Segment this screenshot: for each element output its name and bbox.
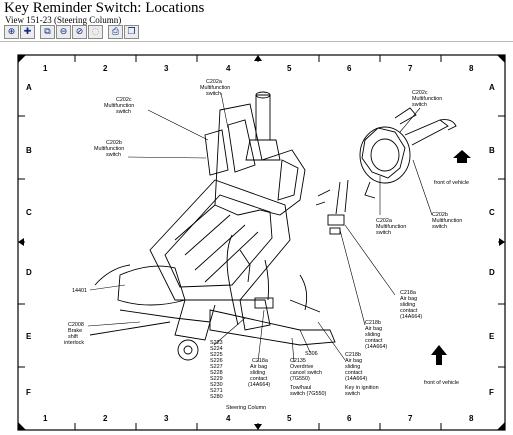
- print-button[interactable]: ⎙: [108, 25, 123, 39]
- grid-col-8-bottom: 8: [469, 414, 474, 423]
- callout-c218a-bottom: C218a Air bag sliding contact (14A664): [248, 358, 270, 388]
- grid-col-7: 7: [408, 64, 413, 73]
- grid-row-a: A: [26, 83, 32, 92]
- zoom-fit-button[interactable]: ⊘: [72, 25, 87, 39]
- grid-row-e-right: E: [489, 332, 495, 341]
- grid-row-f: F: [26, 388, 31, 397]
- callout-towhaul: Tow/haul switch (7G550): [290, 385, 326, 397]
- callout-steering-column: Steering Column: [226, 405, 266, 411]
- grid-col-3: 3: [164, 64, 169, 73]
- callout-c202c-left: C202c Multifunction switch: [104, 97, 136, 115]
- grid-col-1-bottom: 1: [43, 414, 48, 423]
- pan-button[interactable]: ✚: [20, 25, 35, 39]
- grid-row-a-right: A: [489, 83, 495, 92]
- grid-row-e: E: [26, 332, 32, 341]
- frame-arrows: [18, 55, 505, 430]
- grid-col-4: 4: [226, 64, 231, 73]
- grid-col-6: 6: [347, 64, 352, 73]
- zoom-out-button[interactable]: ⊖: [56, 25, 71, 39]
- grid-col-8: 8: [469, 64, 474, 73]
- grid-col-5: 5: [287, 64, 292, 73]
- callout-14401: 14401: [72, 288, 87, 294]
- copy-button[interactable]: ❐: [124, 25, 139, 39]
- front-arrow-bottom: [431, 345, 447, 365]
- steering-column-illustration: [89, 91, 457, 361]
- callout-s306: S306: [305, 351, 318, 357]
- callout-c2135: C2135 Overdrive cancel switch (7G550): [290, 358, 324, 382]
- grid-col-4-bottom: 4: [226, 414, 231, 423]
- zoom-in-button[interactable]: ⊕: [4, 25, 19, 39]
- grid-col-6-bottom: 6: [347, 414, 352, 423]
- grid-row-c-right: C: [489, 208, 495, 217]
- grid-col-1: 1: [43, 64, 48, 73]
- grid-row-d: D: [26, 268, 32, 277]
- grid-col-5-bottom: 5: [287, 414, 292, 423]
- grid-row-d-right: D: [489, 268, 495, 277]
- front-arrow-top: [453, 150, 471, 163]
- grid-row-c: C: [26, 208, 32, 217]
- leader-lines: [87, 92, 433, 363]
- callout-c202b-left: C202b Multifunction switch: [94, 140, 126, 158]
- callout-c202b-right: C202b Multifunction switch: [432, 212, 464, 230]
- callout-front-of-vehicle-top: front of vehicle: [434, 180, 469, 186]
- grid-row-b: B: [26, 146, 32, 155]
- grid-row-b-right: B: [489, 146, 495, 155]
- callout-c202a-top: C202a Multifunction switch: [200, 79, 232, 97]
- callout-front-of-vehicle-bottom: front of vehicle: [424, 380, 459, 386]
- zoom-window-button[interactable]: ⧉: [40, 25, 55, 39]
- disabled-button: ◌: [88, 25, 103, 39]
- callout-c2008: C2008 Brake shift interlock: [64, 322, 85, 346]
- callout-c218b-right: C218b Air bag sliding contact (14A664): [365, 320, 387, 350]
- locator-diagram[interactable]: 1 2 3 4 5 6 7 8 1 2 3 4 5 6 7 8 A B C D …: [0, 42, 513, 435]
- callout-c218b-bottom: C218b Air bag sliding contact (14A664): [345, 352, 367, 382]
- callout-key-switch: Key in ignition switch: [345, 385, 380, 397]
- grid-col-3-bottom: 3: [164, 414, 169, 423]
- grid-col-2-bottom: 2: [103, 414, 108, 423]
- view-subtitle: View 151-23 (Steering Column): [5, 15, 122, 25]
- callout-c202a-right: C202a Multifunction switch: [376, 218, 408, 236]
- grid-col-7-bottom: 7: [408, 414, 413, 423]
- callout-c218a-right: C218a Air bag sliding contact (14A664): [400, 290, 422, 320]
- toolbar: ⊕ ✚ ⧉ ⊖ ⊘ ◌ ⎙ ❐: [4, 25, 139, 39]
- callout-s-list: S223 S224 S225 S226 S227 S228 S229 S230 …: [210, 340, 224, 400]
- callout-c202c-right: C202c Multifunction switch: [412, 90, 444, 108]
- grid-col-2: 2: [103, 64, 108, 73]
- toolbar-separator: [0, 41, 513, 42]
- window-title: Key Reminder Switch: Locations: [4, 0, 205, 16]
- grid-row-f-right: F: [489, 388, 494, 397]
